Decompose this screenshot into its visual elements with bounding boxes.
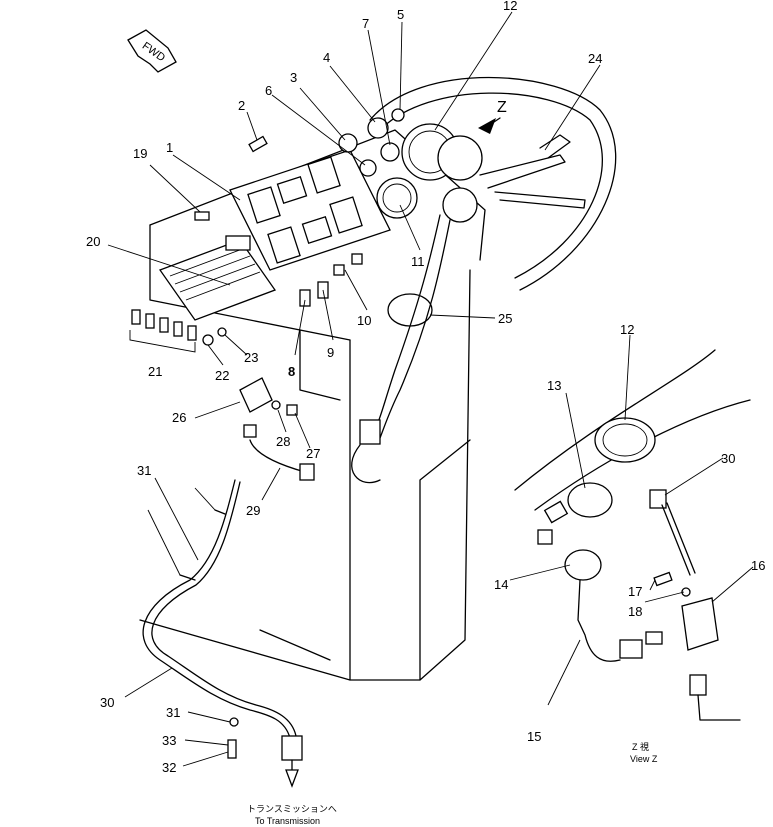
callout-13: 13	[547, 378, 561, 393]
callout-31b: 31	[166, 705, 180, 720]
callout-14: 14	[494, 577, 508, 592]
callout-2: 2	[238, 98, 245, 113]
z-arrow-label: Z	[497, 99, 507, 116]
callout-21: 21	[148, 364, 162, 379]
transmission-note-jp: トランスミッションへ	[247, 804, 337, 814]
transmission-note-en: To Transmission	[255, 816, 320, 826]
callout-16: 16	[751, 558, 765, 573]
callout-20: 20	[86, 234, 100, 249]
callout-12a: 12	[503, 0, 517, 13]
callout-3: 3	[290, 70, 297, 85]
view-z-label-jp: Z 視	[632, 741, 649, 752]
callout-32: 32	[162, 760, 176, 775]
callout-22: 22	[215, 368, 229, 383]
callout-5: 5	[397, 7, 404, 22]
callout-8: 8	[288, 364, 295, 379]
callout-4: 4	[323, 50, 330, 65]
callout-7: 7	[362, 16, 369, 31]
harness-25	[351, 214, 451, 484]
transmission-note: トランスミッションへ To Transmission	[247, 804, 337, 826]
callout-33: 33	[162, 733, 176, 748]
callout-24: 24	[588, 51, 602, 66]
z-arrow: Z	[478, 99, 507, 134]
leader-lines	[107, 11, 754, 767]
callout-6: 6	[265, 83, 272, 98]
callout-26: 26	[172, 410, 186, 425]
cable-30	[142, 479, 303, 788]
steering-wheel	[369, 76, 617, 291]
callout-17: 17	[628, 584, 642, 599]
view-z-label-en: View Z	[630, 754, 658, 764]
view-z-label: Z 視 View Z	[630, 741, 658, 764]
fuse-box	[158, 235, 277, 321]
callout-30b: 30	[100, 695, 114, 710]
callout-18: 18	[628, 604, 642, 619]
fuse-set	[129, 309, 197, 353]
callout-29: 29	[246, 503, 260, 518]
fwd-arrow: FWD	[127, 29, 177, 73]
callout-19: 19	[133, 146, 147, 161]
callout-30a: 30	[721, 451, 735, 466]
gauges	[338, 108, 483, 223]
relay-26	[239, 377, 315, 481]
callout-11: 11	[411, 254, 425, 269]
callout-numbers: 1 2 3 4 5 6 7 8 9 10 11 12 12 13 14 15 1…	[86, 0, 765, 775]
callout-28: 28	[276, 434, 290, 449]
callout-23: 23	[244, 350, 258, 365]
callout-31a: 31	[137, 463, 151, 478]
callout-15: 15	[527, 729, 541, 744]
callout-27: 27	[306, 446, 320, 461]
callout-9: 9	[327, 345, 334, 360]
callout-10: 10	[357, 313, 371, 328]
callout-1: 1	[166, 140, 173, 155]
callout-12b: 12	[620, 322, 634, 337]
view-z-assembly	[514, 349, 751, 721]
callout-25: 25	[498, 311, 512, 326]
instrument-panel	[229, 149, 391, 271]
